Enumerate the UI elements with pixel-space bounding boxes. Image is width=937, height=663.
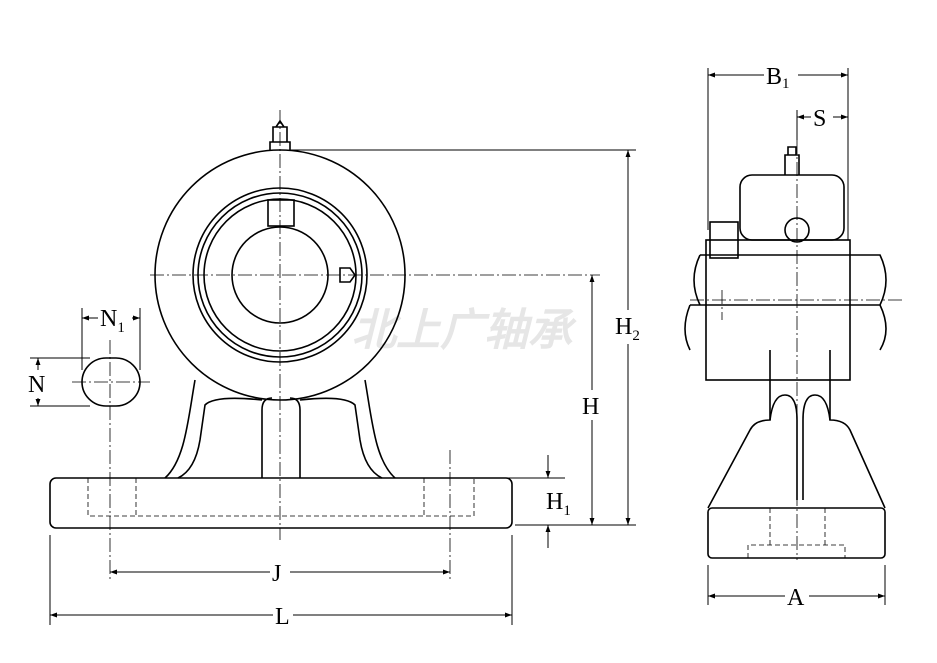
label-L: L	[275, 604, 290, 630]
pedestal-legs	[164, 379, 396, 479]
shaft	[684, 254, 887, 351]
housing-side	[705, 239, 851, 381]
label-B1: B1	[766, 64, 790, 92]
label-A: A	[787, 585, 805, 611]
label-N: N	[28, 372, 45, 398]
set-screw	[339, 267, 356, 283]
label-J: J	[272, 561, 281, 587]
base-plate	[49, 477, 513, 529]
label-H2: H2	[615, 314, 640, 344]
label-H1: H1	[546, 489, 571, 519]
side-base	[707, 507, 886, 559]
label-N1: N1	[100, 306, 125, 336]
watermark: 北上广轴承	[352, 305, 577, 356]
label-H: H	[582, 394, 599, 420]
label-S: S	[813, 106, 826, 132]
front-view	[49, 110, 600, 580]
center-rib	[261, 397, 301, 478]
side-view	[684, 140, 905, 560]
